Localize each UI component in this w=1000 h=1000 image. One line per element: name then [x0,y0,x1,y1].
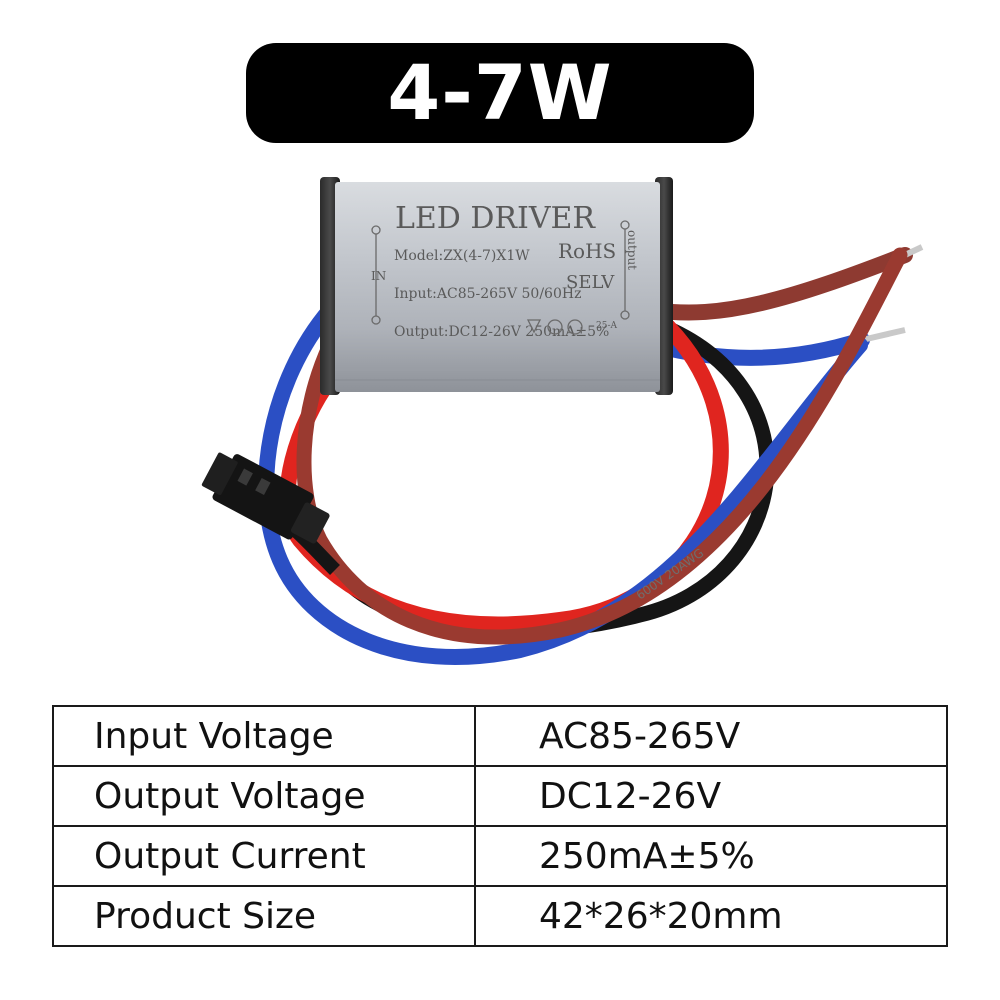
spec-value: AC85-265V [474,705,948,767]
certification-icon [567,319,583,335]
plate-ta: 25-A [596,321,617,331]
wattage-badge: 4-7W [246,43,754,143]
spec-value: DC12-26V [474,765,948,827]
led-driver-illustration: 600V 20AWG LED DRIVER Model:ZX(4-7)X1W I… [201,177,924,665]
table-row: Input Voltage AC85-265V [52,705,948,767]
spec-table: Input Voltage AC85-265V Output Voltage D… [52,705,948,947]
brown-output-wire [647,247,913,321]
plate-input: Input:AC85-265V 50/60Hz [394,286,581,302]
blue-wire [258,302,868,665]
spec-value: 250mA±5% [474,825,948,887]
driver-housing: LED DRIVER Model:ZX(4-7)X1W Input:AC85-2… [320,177,673,395]
plate-title: LED DRIVER [395,201,596,236]
warning-triangle-icon [526,319,542,334]
plate-brackets [371,220,630,335]
spec-label: Output Voltage [52,765,476,827]
plate-model: Model:ZX(4-7)X1W [394,248,530,264]
ce-mark-icon [547,319,563,335]
aluminium-case [335,182,660,392]
wattage-label: 4-7W [387,48,613,137]
blue-wire-tip [861,327,906,343]
plate-output-label: output [625,230,639,270]
plate-selv: SELV [566,272,615,293]
plate-rohs: RoHS [558,239,616,263]
product-image: 600V 20AWG LED DRIVER Model:ZX(4-7)X1W I… [0,160,1000,680]
spec-value: 42*26*20mm [474,885,948,947]
spec-label: Product Size [52,885,476,947]
spec-label: Output Current [52,825,476,887]
plate-output: Output:DC12-26V 250mA±5% [394,324,609,340]
plate-in-label: IN [371,269,386,283]
brown-wire [296,247,908,645]
spec-label: Input Voltage [52,705,476,767]
table-row: Output Voltage DC12-26V [52,765,948,827]
table-row: Output Current 250mA±5% [52,825,948,887]
table-row: Product Size 42*26*20mm [52,885,948,947]
connector-plug [201,452,340,575]
brown-wire-tip [903,244,924,258]
